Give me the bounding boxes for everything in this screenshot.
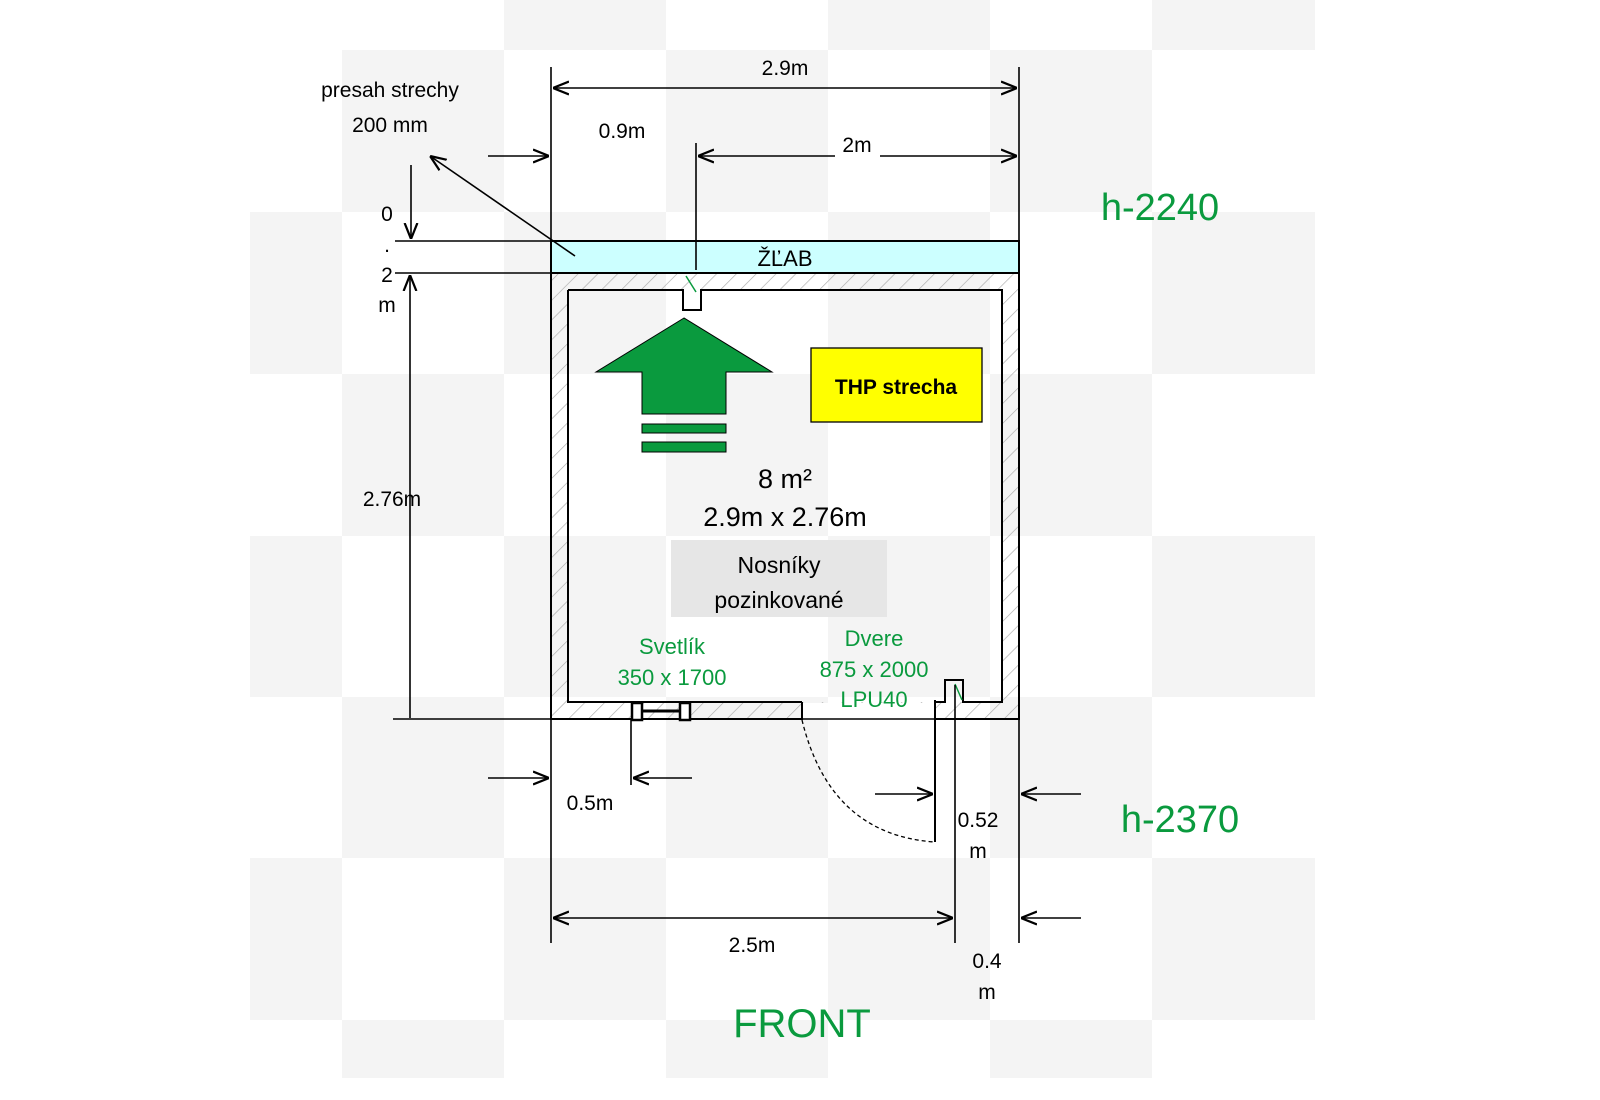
checker-cell xyxy=(504,0,666,50)
door-swing-arc xyxy=(801,719,936,843)
checker-cell xyxy=(1152,858,1315,1020)
checker-cell xyxy=(250,858,342,1020)
checker-cell xyxy=(990,1020,1152,1078)
roof-overhang-label-line2: 200 mm xyxy=(352,114,428,137)
checker-cell xyxy=(1152,0,1315,50)
area-dimensions-label: 2.9m x 2.76m xyxy=(703,502,867,532)
gutter-depth-label-0: 0 xyxy=(381,203,393,226)
checker-cell xyxy=(342,697,504,858)
checker-cell xyxy=(828,858,990,1020)
slope-direction-arrow-icon xyxy=(594,317,774,453)
door-label-line2: 875 x 2000 xyxy=(820,657,929,682)
door-width-label-unit: m xyxy=(969,840,987,863)
offset-2m-label: 2m xyxy=(842,134,871,157)
door-label-line1: Dvere xyxy=(845,626,904,651)
checker-cell xyxy=(250,536,342,697)
checker-cell xyxy=(666,697,828,858)
roof-overhang-label-line1: presah strechy xyxy=(321,79,459,102)
beams-note-line1: Nosníky xyxy=(737,552,821,578)
skylight-label-line2: 350 x 1700 xyxy=(618,665,727,690)
checker-cell xyxy=(342,1020,504,1078)
inner-wall xyxy=(568,289,1003,703)
gutter xyxy=(550,240,1020,274)
offset-09-label: 0.9m xyxy=(599,120,646,143)
checker-cell xyxy=(828,0,990,50)
front-label: FRONT xyxy=(733,1002,871,1046)
outer-wall xyxy=(550,272,1020,720)
gutter-depth-label-dot: . xyxy=(384,234,390,257)
checker-cell xyxy=(342,50,504,212)
door-label-line3: LPU40 xyxy=(840,687,907,712)
checker-cell xyxy=(1152,212,1315,374)
gutter-label: ŽĽAB xyxy=(757,246,812,271)
corner-offset-label-value: 0.4 xyxy=(972,950,1002,973)
checker-cell xyxy=(342,374,504,536)
corner-offset-label-unit: m xyxy=(978,981,996,1004)
area-label: 8 m² xyxy=(758,464,812,494)
back-height-label: h-2240 xyxy=(1101,187,1219,229)
skylight-offset-label: 0.5m xyxy=(567,792,614,815)
gutter-depth-label-2: 2 xyxy=(381,264,393,287)
total-width-label: 2.9m xyxy=(762,57,809,80)
skylight-symbol xyxy=(630,701,692,722)
door-width-label-value: 0.52 xyxy=(958,809,999,832)
roof-type-label: THP strecha xyxy=(835,376,957,399)
checker-cell xyxy=(504,858,666,1020)
roof-type-badge xyxy=(810,347,983,423)
checker-cell xyxy=(990,50,1152,212)
skylight-label-line1: Svetlík xyxy=(639,634,706,659)
checker-cell xyxy=(250,212,342,374)
gutter-depth-label-m: m xyxy=(378,294,396,317)
front-height-label: h-2370 xyxy=(1121,799,1239,841)
dimension-lines xyxy=(393,67,1081,943)
door-offset-label: 2.5m xyxy=(729,934,776,957)
door-opening xyxy=(803,703,934,720)
checker-cell xyxy=(666,1020,828,1078)
beams-note-box xyxy=(671,540,887,617)
checker-cell xyxy=(1152,536,1315,697)
checker-cell xyxy=(828,212,990,374)
checkerboard-background xyxy=(250,0,1315,1078)
depth-label: 2.76m xyxy=(363,488,421,511)
checker-cell xyxy=(666,50,828,212)
checker-cell xyxy=(990,697,1152,858)
checker-cell xyxy=(504,536,666,697)
beams-note-line2: pozinkované xyxy=(714,587,843,613)
